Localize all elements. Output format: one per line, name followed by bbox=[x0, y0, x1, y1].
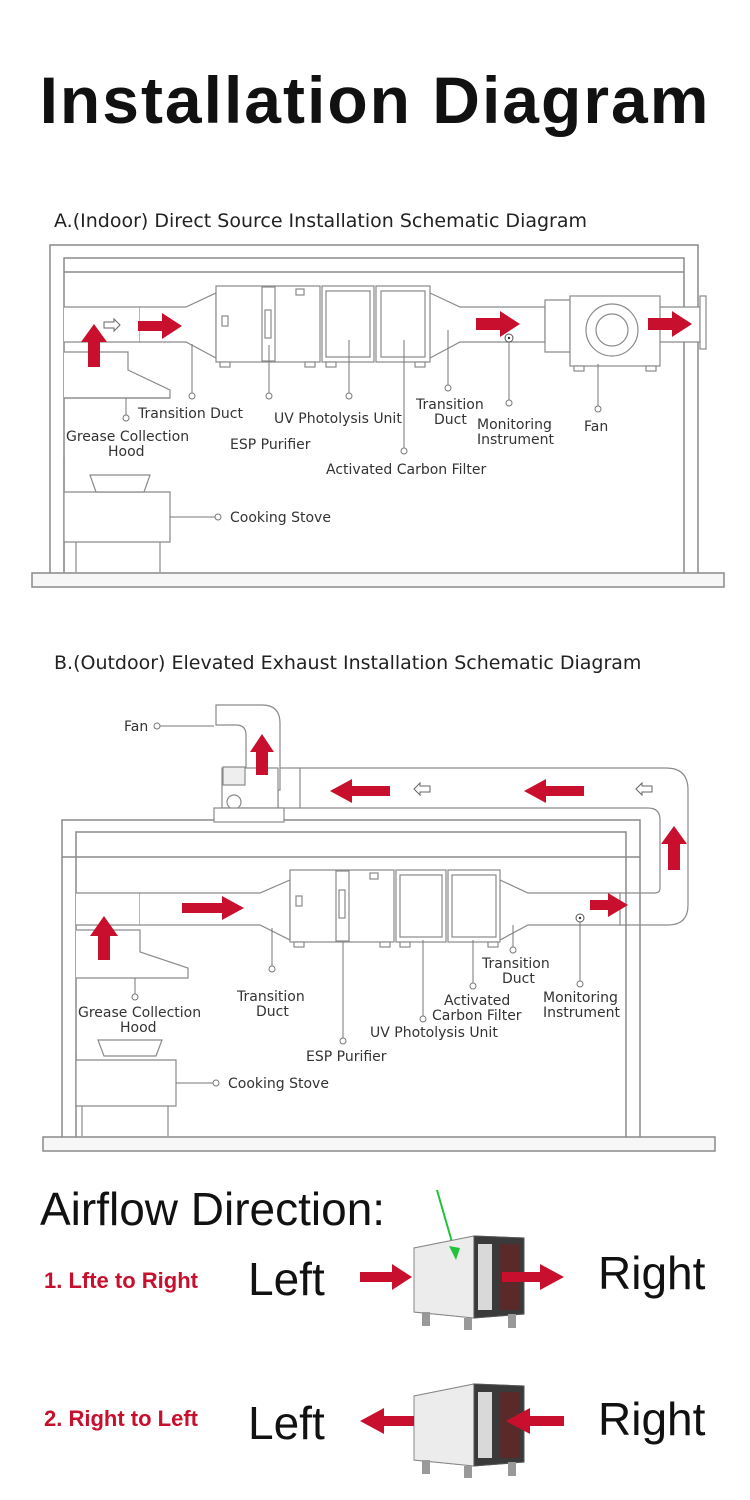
hood-stove bbox=[63, 351, 171, 572]
right-label-1: Right bbox=[598, 1247, 706, 1299]
label-monitoring: Monitoring bbox=[477, 417, 552, 433]
uv-carbon-units-b bbox=[395, 869, 501, 948]
label-monitoring-b: Monitoring bbox=[543, 990, 618, 1006]
uv-carbon-units bbox=[321, 285, 431, 368]
label-uv-unit: UV Photolysis Unit bbox=[274, 411, 402, 427]
arrow-right-icon bbox=[502, 1264, 564, 1290]
label-transition-duct-2b: Duct bbox=[434, 412, 467, 428]
airflow-heading: Airflow Direction: bbox=[40, 1183, 386, 1235]
page-title: Installation Diagram bbox=[39, 63, 711, 137]
label-uv-unit-b: UV Photolysis Unit bbox=[370, 1025, 498, 1041]
arrow-up-icon bbox=[90, 916, 118, 960]
purifier-product-2 bbox=[413, 1383, 525, 1478]
arrow-left-icon bbox=[506, 1408, 564, 1434]
section-a-title: A.(Indoor) Direct Source Installation Sc… bbox=[54, 210, 588, 232]
label-esp-purifier-b: ESP Purifier bbox=[306, 1049, 387, 1065]
label-monitoring-b2: Instrument bbox=[543, 1005, 621, 1021]
label-cooking-stove-b: Cooking Stove bbox=[228, 1076, 329, 1092]
building-outline bbox=[31, 244, 725, 588]
arrow-right-icon bbox=[590, 893, 628, 917]
arrow-right-icon bbox=[476, 311, 520, 337]
arrow-up-icon bbox=[661, 826, 687, 870]
label-carbon-filter: Activated Carbon Filter bbox=[326, 462, 487, 478]
label-grease-hood: Grease Collection bbox=[66, 429, 189, 445]
right-label-2: Right bbox=[598, 1393, 706, 1445]
airflow-option-2: 2. Right to Left bbox=[44, 1406, 198, 1431]
label-esp-purifier: ESP Purifier bbox=[230, 437, 311, 453]
building-outline-b bbox=[42, 819, 716, 1152]
left-label-1: Left bbox=[248, 1253, 325, 1305]
arrow-left-icon bbox=[524, 779, 584, 803]
esp-purifier-unit bbox=[215, 285, 321, 368]
roof-fan bbox=[213, 704, 285, 823]
label-carbon-b2: Carbon Filter bbox=[432, 1008, 522, 1024]
label-transition-duct-b4: Duct bbox=[502, 971, 535, 987]
green-connector bbox=[435, 1190, 457, 1257]
fan-unit bbox=[569, 295, 661, 372]
arrow-right-icon bbox=[138, 313, 182, 339]
label-transition-duct-2: Transition bbox=[415, 397, 484, 413]
green-arrowhead-icon bbox=[449, 1246, 460, 1260]
label-monitoring-2: Instrument bbox=[477, 432, 555, 448]
label-transition-duct-b: Transition bbox=[236, 989, 305, 1005]
arrow-up-icon bbox=[81, 324, 107, 367]
small-arrow-icon bbox=[635, 781, 653, 797]
airflow-option-1: 1. Lfte to Right bbox=[44, 1268, 198, 1293]
airflow-illustrations bbox=[360, 1190, 564, 1478]
label-grease-hood-b2: Hood bbox=[120, 1020, 157, 1036]
airflow-arrows-b bbox=[90, 734, 687, 960]
arrow-left-icon bbox=[330, 779, 390, 803]
diagram-indoor: Transition Duct Grease Collection Hood U… bbox=[31, 244, 725, 588]
duct-run bbox=[64, 292, 707, 359]
roof-duct bbox=[277, 767, 689, 926]
airflow-arrows-a bbox=[81, 311, 692, 367]
diagram-outdoor: Fan Grease Collection Hood Transition Du… bbox=[42, 704, 716, 1152]
small-arrow-icon bbox=[103, 317, 121, 333]
section-b-title: B.(Outdoor) Elevated Exhaust Installatio… bbox=[54, 652, 642, 674]
leader-lines-b bbox=[131, 722, 584, 1087]
label-cooking-stove: Cooking Stove bbox=[230, 510, 331, 526]
label-grease-hood-2: Hood bbox=[108, 444, 145, 460]
arrow-up-icon bbox=[250, 734, 274, 775]
arrow-left-icon bbox=[360, 1408, 414, 1434]
arrow-right-icon bbox=[182, 896, 244, 920]
label-transition-duct-b2: Duct bbox=[256, 1004, 289, 1020]
arrow-right-icon bbox=[360, 1264, 412, 1290]
label-carbon-b: Activated bbox=[444, 993, 510, 1009]
label-fan-b: Fan bbox=[124, 719, 148, 735]
label-transition-duct-b3: Transition bbox=[481, 956, 550, 972]
leader-lines-a bbox=[122, 330, 602, 521]
label-transition-duct: Transition Duct bbox=[137, 406, 244, 422]
label-grease-hood-b: Grease Collection bbox=[78, 1005, 201, 1021]
small-arrow-icon bbox=[413, 781, 431, 797]
left-label-2: Left bbox=[248, 1397, 325, 1449]
esp-purifier-unit-b bbox=[289, 869, 395, 948]
arrow-right-icon bbox=[648, 311, 692, 337]
purifier-product-1 bbox=[413, 1235, 525, 1330]
label-fan: Fan bbox=[584, 419, 608, 435]
